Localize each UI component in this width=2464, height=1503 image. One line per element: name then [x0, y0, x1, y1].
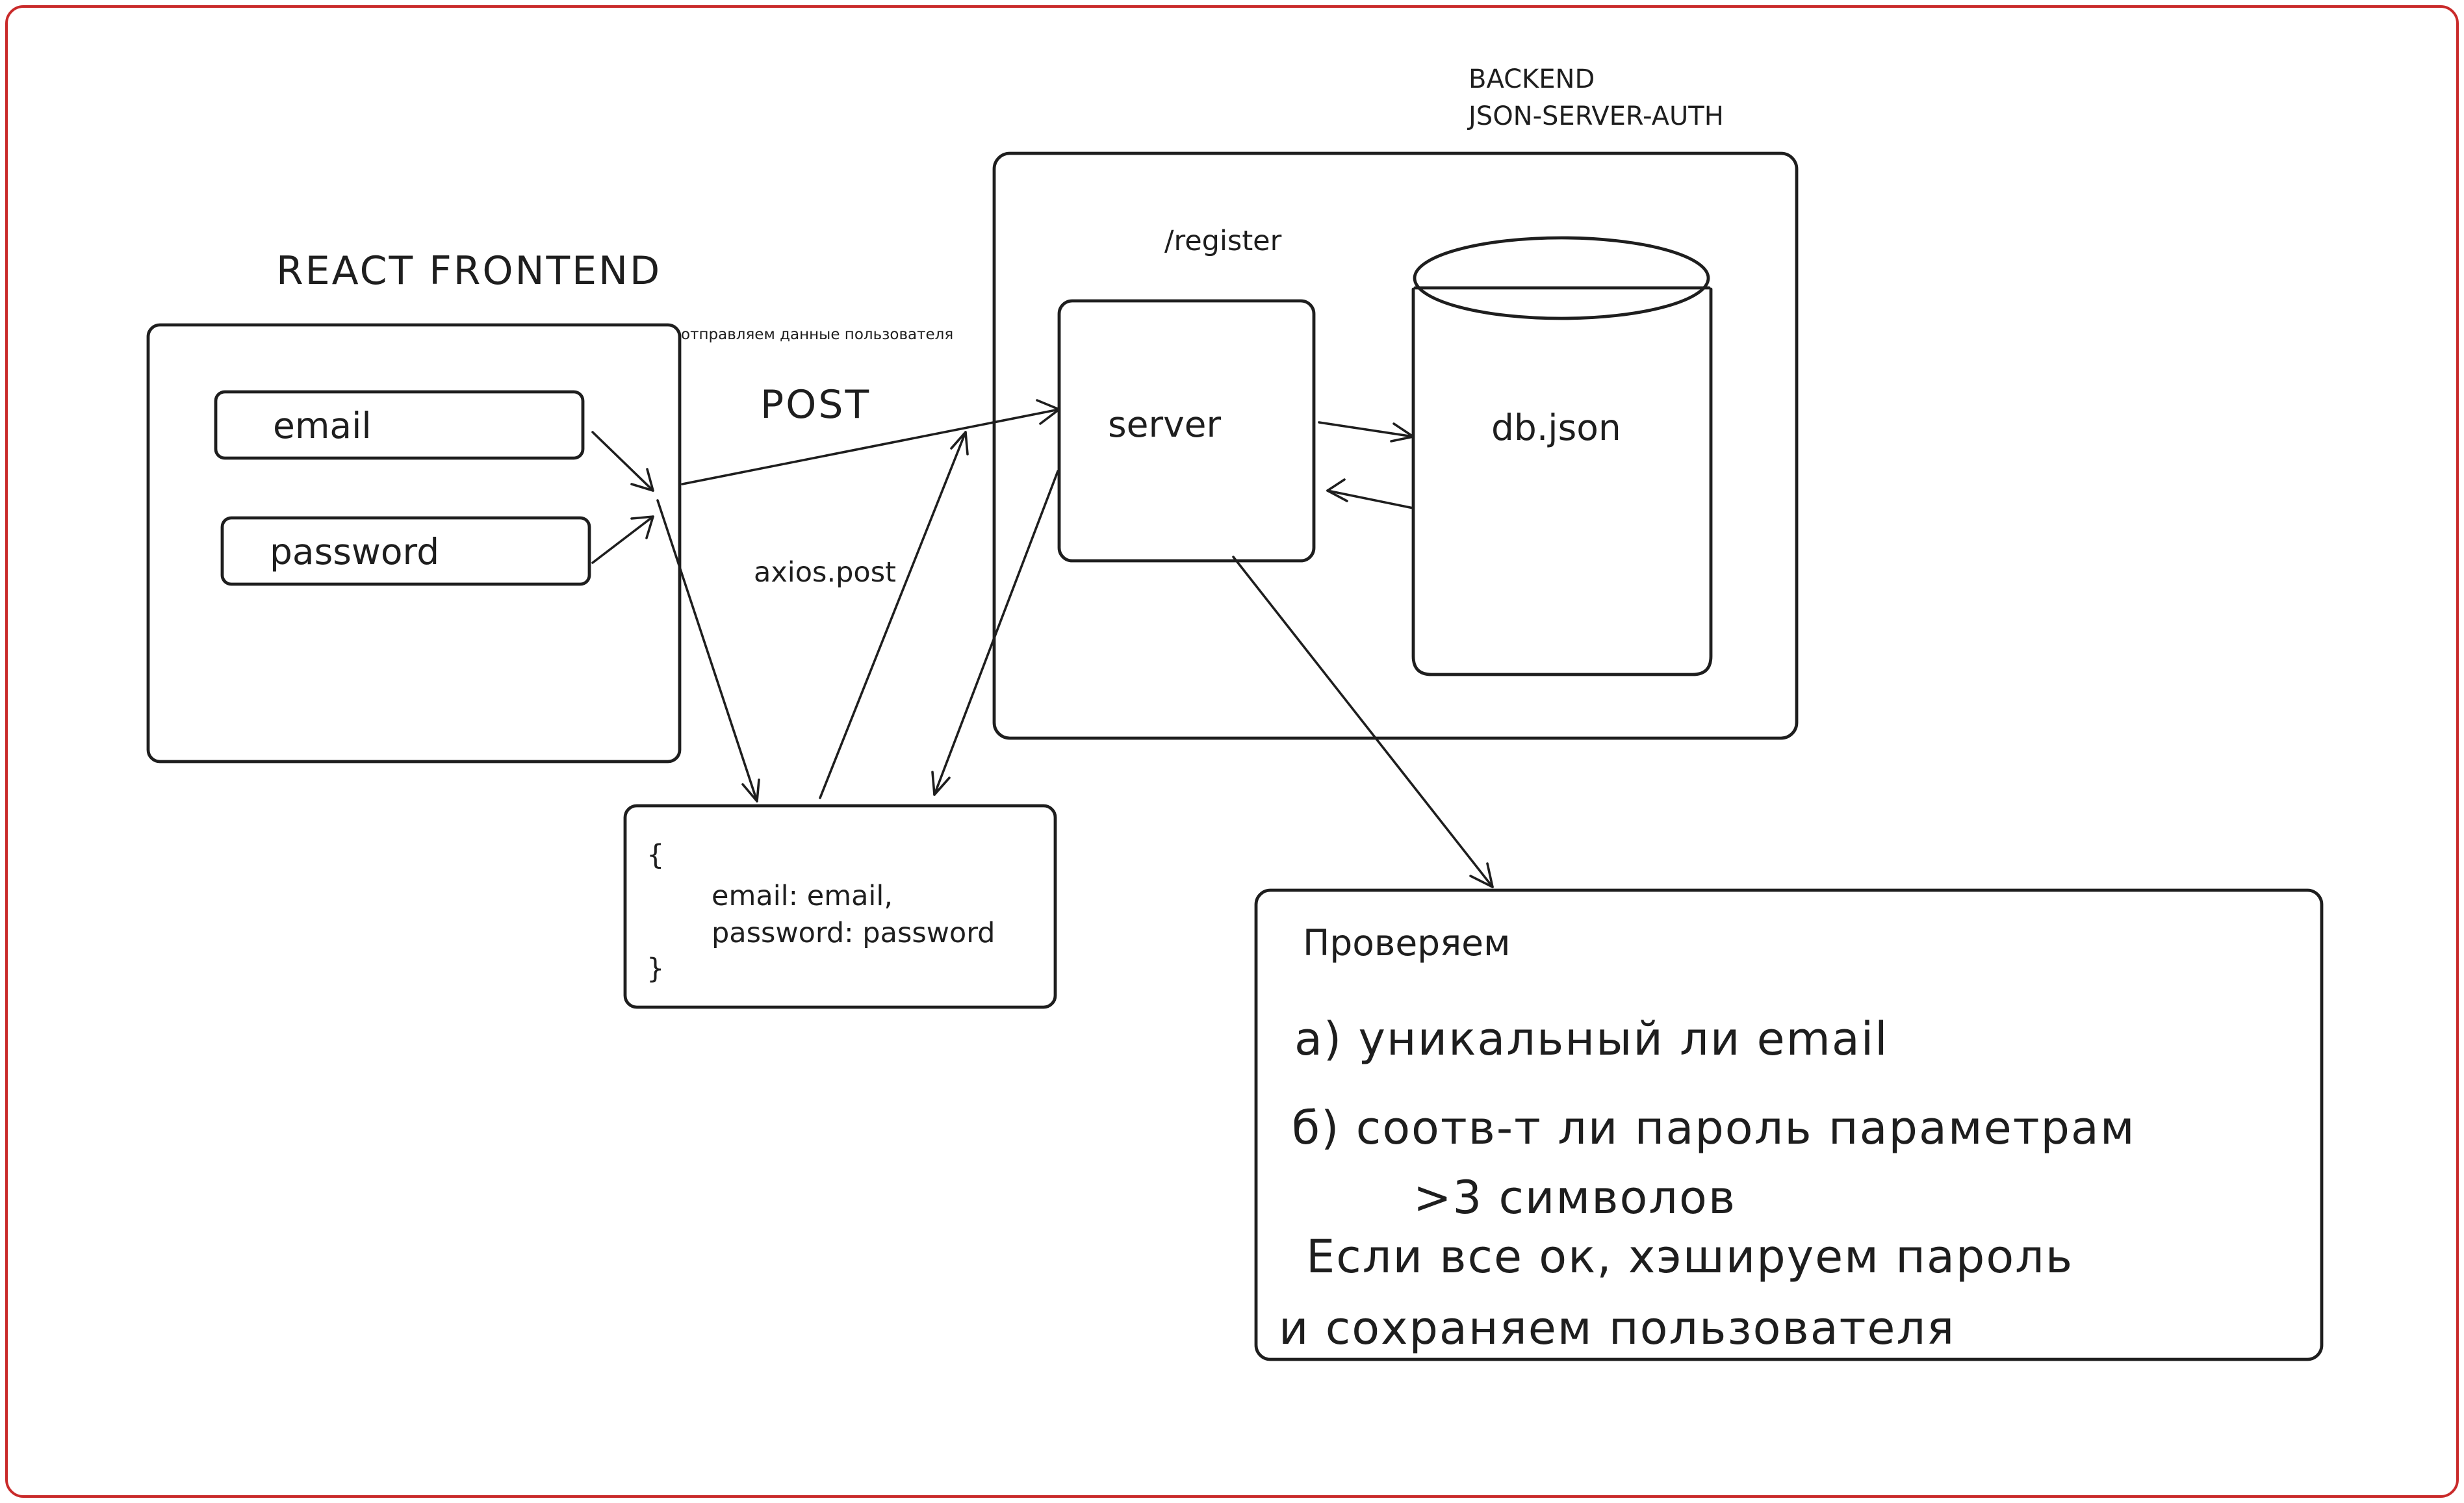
email-field-label: email [273, 405, 372, 446]
send-note: отправляем данные пользователя [681, 326, 953, 343]
password-field-label: password [270, 531, 439, 572]
check-item-b-detail: >3 символов [1413, 1171, 1736, 1224]
arrow-server-to-payload [933, 470, 1059, 796]
payload-open-brace: { [647, 839, 664, 871]
payload-line-password: password: password [712, 917, 995, 949]
arrowhead-frontend-to-payload [741, 778, 760, 803]
server-box [1057, 299, 1316, 563]
arrow-frontend-to-payload [656, 499, 758, 803]
arrowhead-password-to-join [630, 515, 654, 539]
arrowhead-db-to-server [1326, 478, 1348, 502]
frontend-box [146, 323, 682, 764]
check-result-line1: Если все ок, хэшируем пароль [1306, 1230, 2073, 1283]
check-result-line2: и сохраняем пользователя [1279, 1302, 1955, 1355]
call-label: axios.post [754, 556, 896, 589]
check-item-b: б) соотв-т ли пароль параметрам [1292, 1101, 2136, 1155]
frontend-title: REACT FRONTEND [276, 248, 661, 294]
arrow-server-to-check [1232, 556, 1494, 888]
arrow-payload-to-backend [819, 431, 967, 799]
check-item-a: а) уникальный ли email [1294, 1012, 1889, 1066]
backend-title-line2: JSON-SERVER-AUTH [1467, 101, 1724, 131]
arrow-email-to-join [591, 431, 654, 492]
route-label: /register [1164, 225, 1282, 257]
arrow-post-to-server [681, 408, 1060, 485]
arrowhead-server-to-check [1469, 862, 1494, 888]
password-field-box [220, 516, 591, 586]
arrowhead-payload-to-backend [950, 431, 969, 456]
arrowhead-email-to-join [630, 468, 654, 492]
server-label: server [1108, 404, 1221, 445]
payload-box [623, 804, 1057, 1009]
arrow-server-to-db [1318, 421, 1415, 438]
backend-box [992, 151, 1799, 740]
database-cylinder [1411, 236, 1713, 676]
email-field-box [214, 390, 585, 460]
arrowhead-post-to-server [1036, 399, 1060, 425]
backend-title-line1: BACKEND [1469, 64, 1595, 94]
check-box [1254, 888, 2324, 1361]
check-heading: Проверяем [1303, 922, 1511, 964]
method-label: POST [760, 382, 871, 428]
arrowhead-server-to-db [1390, 422, 1415, 443]
database-label: db.json [1491, 407, 1621, 448]
arrow-password-to-join [591, 515, 654, 564]
payload-close-brace: } [647, 953, 664, 985]
outer-frame [5, 5, 2459, 1498]
arrowhead-server-to-payload [931, 771, 951, 796]
payload-line-email: email: email, [712, 880, 893, 912]
arrow-db-to-server [1326, 489, 1415, 509]
